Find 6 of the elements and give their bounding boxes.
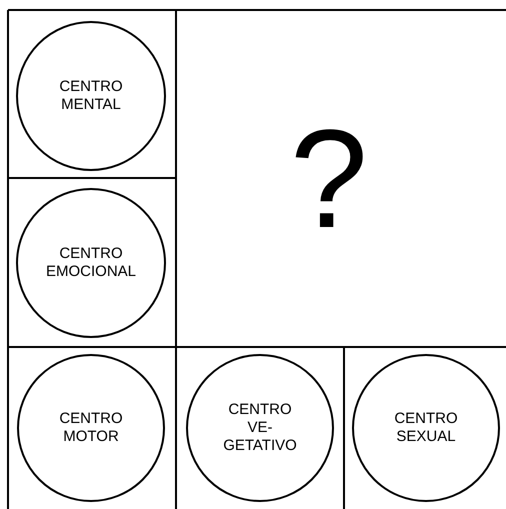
circle-label: CENTRO SEXUAL xyxy=(393,410,459,446)
circle-label: CENTRO MOTOR xyxy=(58,410,124,446)
circle-label: CENTRO VE- GETATIVO xyxy=(222,401,298,455)
question-mark: ? xyxy=(290,104,368,254)
circle-label: CENTRO EMOCIONAL xyxy=(44,245,137,281)
circle-label: CENTRO MENTAL xyxy=(58,78,124,114)
